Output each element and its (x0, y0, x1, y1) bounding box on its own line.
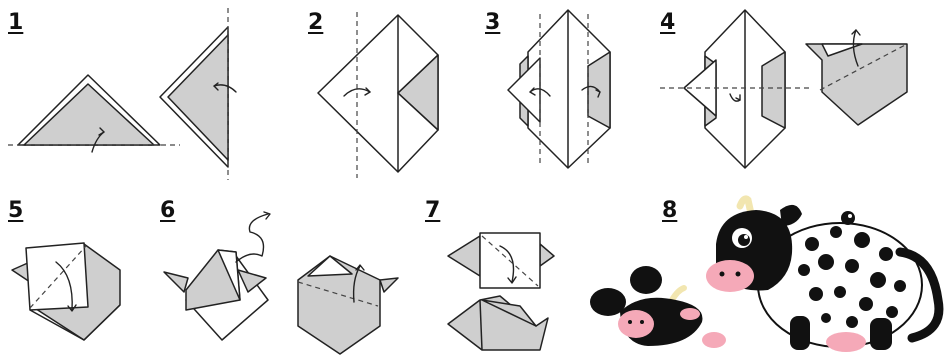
step-5-diagram (12, 243, 120, 340)
step-4-result-shape (806, 44, 907, 125)
step-4-right-shade (762, 52, 785, 128)
big-cow-udder (826, 332, 866, 352)
floating-dot-highlight (848, 214, 852, 218)
big-cow-nostril-left (720, 272, 725, 277)
small-cow-nostril-right (640, 320, 644, 324)
big-cow-leg-front (790, 316, 810, 350)
big-cow-leg-back (870, 318, 892, 350)
step-7-diagram (448, 233, 554, 350)
small-cow-horn (672, 288, 684, 300)
step-4-diagram (660, 10, 907, 168)
step-3-diagram (508, 10, 610, 168)
step-6-diagram (164, 212, 398, 354)
big-cow-muzzle (706, 260, 754, 292)
small-cow-nostril-left (628, 320, 632, 324)
step-1-inner-triangle (24, 84, 154, 145)
step-6-result-arrow-head (356, 265, 364, 270)
small-cow-ear-inner (680, 308, 700, 320)
step-5-front-flap (26, 243, 88, 310)
step-7-left-ear (448, 236, 480, 276)
step-2-diagram (318, 12, 438, 178)
small-cow-udder (702, 332, 726, 348)
big-cow-eye-pupil (738, 234, 750, 246)
big-cow-nostril-right (736, 272, 741, 277)
step-6-left-ear (164, 272, 188, 292)
big-cow-eye-highlight (744, 235, 748, 239)
step-1-side-inner (168, 35, 228, 160)
step-7-right-ear (540, 244, 554, 266)
floating-dot (841, 211, 855, 225)
step-6-result-ear (380, 278, 398, 292)
step-6-fold-arrow (236, 214, 268, 262)
step-1-diagram (8, 8, 236, 180)
small-cow-muzzle (618, 310, 654, 338)
step-4-result-arrow-head (852, 30, 860, 35)
small-cow-left-ear (630, 266, 662, 294)
step-8-cow-illustration (590, 199, 939, 352)
